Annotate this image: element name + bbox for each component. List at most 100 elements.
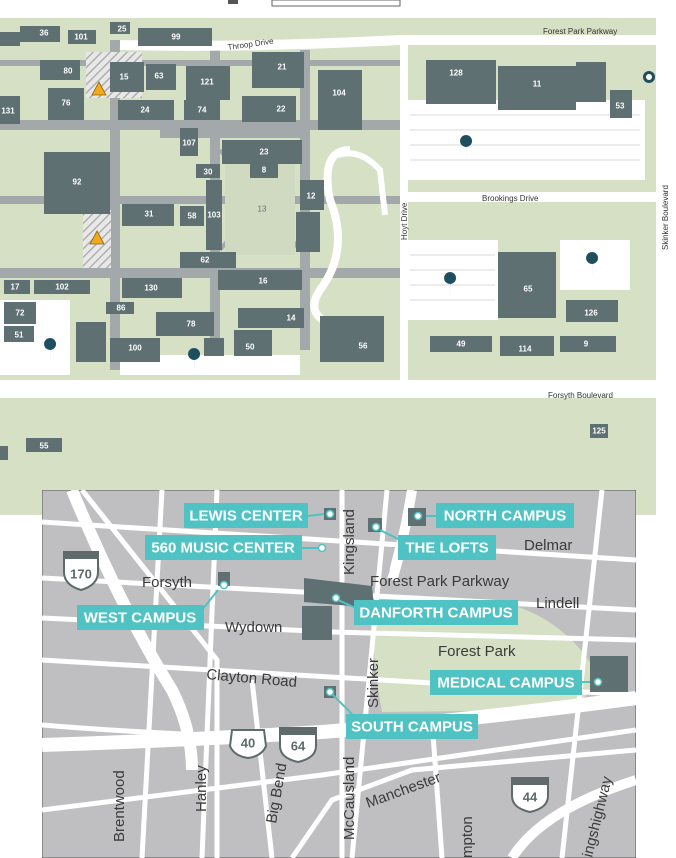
- building[interactable]: [590, 424, 608, 438]
- building[interactable]: [180, 128, 198, 156]
- building-number-label: 31: [145, 210, 154, 219]
- building[interactable]: [196, 164, 220, 178]
- building[interactable]: [566, 300, 618, 322]
- building[interactable]: [20, 26, 60, 42]
- building[interactable]: [184, 100, 220, 120]
- building[interactable]: [576, 62, 606, 102]
- building[interactable]: [204, 338, 224, 356]
- svg-text:64: 64: [291, 739, 306, 754]
- building-number-label: 21: [278, 63, 287, 72]
- building-number-label: 15: [120, 73, 129, 82]
- building[interactable]: [110, 22, 130, 34]
- svg-text:P: P: [464, 150, 469, 157]
- building[interactable]: [34, 280, 90, 294]
- building-number-label: 76: [62, 99, 71, 108]
- building[interactable]: [426, 60, 496, 104]
- building-number-label: 53: [616, 102, 625, 111]
- building[interactable]: [0, 446, 8, 460]
- building[interactable]: [44, 152, 110, 214]
- us-40-shield-icon: 40: [228, 729, 268, 760]
- building-number-label: 65: [524, 285, 533, 294]
- warning-triangle-icon[interactable]: [89, 230, 105, 245]
- building[interactable]: [4, 280, 30, 294]
- building[interactable]: [180, 206, 204, 226]
- building[interactable]: [250, 162, 278, 178]
- street-label-hanley: Hanley: [193, 765, 210, 812]
- interstate-170-shield-icon: 170: [63, 551, 99, 592]
- callout-560-music-center[interactable]: 560 MUSIC CENTER: [145, 535, 302, 560]
- parking-marker-icon[interactable]: P: [44, 338, 57, 363]
- building-number-label: 101: [74, 33, 88, 42]
- building-number-label: 63: [155, 72, 164, 81]
- building[interactable]: [320, 316, 384, 362]
- building[interactable]: [76, 322, 106, 362]
- building[interactable]: [122, 204, 174, 226]
- building[interactable]: [296, 212, 320, 252]
- parking-markers: P P P P P: [44, 135, 599, 373]
- parking-marker-icon[interactable]: P: [444, 272, 457, 297]
- building-number-label: 62: [201, 256, 210, 265]
- regional-map[interactable]: Delmar Forsyth Kingsland Forest Park Par…: [42, 490, 636, 858]
- park-label-forest-park: Forest Park: [438, 643, 516, 660]
- building[interactable]: [4, 302, 36, 324]
- parking-marker-icon[interactable]: P: [586, 252, 599, 277]
- street-label-mccausland: McCausland: [341, 757, 358, 840]
- building-number-label: 9: [584, 340, 589, 349]
- building[interactable]: [68, 30, 96, 44]
- warning-triangle-icon[interactable]: [91, 81, 107, 96]
- building-number-label: 55: [40, 442, 49, 451]
- building[interactable]: [110, 62, 144, 92]
- building-number-label: 130: [144, 284, 158, 293]
- building[interactable]: [48, 88, 84, 120]
- building[interactable]: [430, 336, 492, 352]
- building[interactable]: [186, 66, 230, 100]
- street-label-hampton: mpton: [459, 816, 476, 858]
- building[interactable]: [500, 336, 554, 356]
- building[interactable]: [242, 96, 296, 122]
- callout-north-campus[interactable]: NORTH CAMPUS: [436, 503, 574, 528]
- building[interactable]: [218, 270, 302, 290]
- building-number-label: 58: [188, 212, 197, 221]
- building[interactable]: [318, 70, 362, 130]
- building[interactable]: [0, 32, 20, 46]
- parking-marker-icon[interactable]: P: [188, 348, 201, 373]
- building[interactable]: [498, 66, 576, 110]
- search-box-fragment[interactable]: [271, 0, 401, 7]
- building[interactable]: [300, 180, 324, 210]
- callout-south-campus[interactable]: SOUTH CAMPUS: [346, 714, 478, 739]
- building[interactable]: [138, 28, 212, 46]
- parking-marker-icon[interactable]: P: [460, 135, 473, 160]
- building[interactable]: [610, 90, 632, 118]
- building-number-label: 30: [204, 168, 213, 177]
- building[interactable]: [234, 330, 272, 356]
- building[interactable]: [238, 308, 304, 328]
- building[interactable]: [122, 278, 182, 298]
- svg-text:DANFORTH CAMPUS: DANFORTH CAMPUS: [359, 605, 512, 622]
- building[interactable]: [4, 326, 34, 342]
- campus-map[interactable]: 36 101 25 99 80 15 63 121 21 104 128 11 …: [0, 0, 676, 515]
- callout-lewis-center[interactable]: LEWIS CENTER: [184, 503, 308, 528]
- building[interactable]: [40, 60, 80, 80]
- building[interactable]: [118, 100, 174, 120]
- building[interactable]: [26, 438, 62, 452]
- building[interactable]: [146, 64, 176, 90]
- callout-danforth-campus[interactable]: DANFORTH CAMPUS: [354, 600, 518, 625]
- building[interactable]: [498, 252, 556, 318]
- building-number-label: 104: [332, 89, 346, 98]
- building-number-label: 92: [73, 178, 82, 187]
- building[interactable]: [106, 302, 134, 314]
- building[interactable]: [222, 140, 302, 164]
- callout-medical-campus[interactable]: MEDICAL CAMPUS: [430, 670, 582, 695]
- building[interactable]: [206, 180, 222, 250]
- building[interactable]: [252, 52, 304, 88]
- street-label-skinker: Skinker: [365, 658, 382, 708]
- building[interactable]: [156, 312, 214, 336]
- building[interactable]: [180, 252, 236, 268]
- callout-the-lofts[interactable]: THE LOFTS: [398, 535, 496, 560]
- information-marker-icon[interactable]: [643, 71, 655, 83]
- building[interactable]: [560, 336, 616, 352]
- callout-west-campus[interactable]: WEST CAMPUS: [77, 605, 204, 630]
- building[interactable]: [0, 96, 20, 124]
- building[interactable]: [110, 338, 160, 362]
- highway-44: [507, 775, 636, 858]
